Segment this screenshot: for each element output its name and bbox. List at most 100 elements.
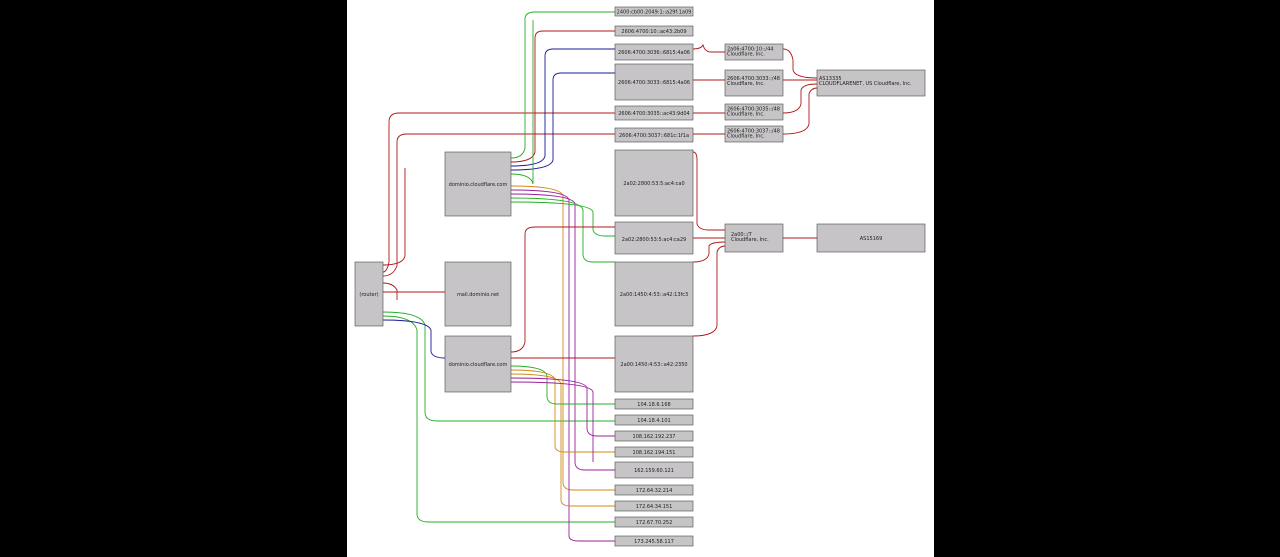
node-label: 172.64.32.214 [636, 488, 673, 494]
edge-domain-c-ipv6-8 [510, 226, 615, 353]
node-domain-c[interactable]: dominio.cloudflare.com [444, 335, 512, 393]
node-label: 2606:4700:3036::6815:4a06 [618, 50, 690, 56]
node-label: 162.159.60.121 [634, 468, 674, 474]
edge-domain-a-ipv4-5 [510, 193, 615, 471]
node-label: 173.245.58.117 [634, 539, 674, 545]
edge-domain-c-ipv4-1 [510, 365, 615, 405]
edge-ipv6-10-prefix-5 [692, 245, 726, 337]
node-label: mail.dominio.net [457, 292, 499, 298]
edge-domain-a-ipv6-2 [510, 30, 615, 163]
node-label: 2a02:2800:53:5:ac4:ca29 [622, 237, 686, 243]
edge-ipv6-9-prefix-5 [692, 241, 726, 263]
network-diagram: (router) dominio.cloudflare.com mail.dom… [354, 6, 926, 547]
node-ipv6-2[interactable]: 2606:4700:10::ac43:2b09 [614, 25, 694, 37]
node-label: 2400:cb00:2049:1::a29f:1a09 [617, 10, 692, 16]
node-label: 2a00:1450:4:53::a42:2350 [620, 362, 687, 368]
edge-ipv6-7-prefix-5 [692, 151, 725, 231]
edge-source-domain-c [382, 319, 446, 359]
node-label: 2a02:2800:53:5:ac4:ca0 [623, 181, 684, 187]
prefix-line-1: 2a06:4700:10::/44 [727, 47, 773, 53]
edge-source-ipv4-8 [382, 315, 615, 523]
node-label: 108.162.194.151 [633, 450, 676, 456]
prefix-line-2: Cloudflare, Inc. [727, 112, 765, 118]
node-ipv4-3[interactable]: 108.162.192.237 [614, 430, 694, 442]
node-asn-2[interactable]: AS15169 [816, 223, 926, 253]
edge-domain-c-ipv4-7 [510, 373, 615, 507]
node-ipv4-2[interactable]: 104.18.4.101 [614, 414, 694, 426]
edge-prefix-4-asn-1 [782, 87, 818, 135]
asn-line-2: CLOUDFLARENET, US Cloudflare, Inc. [819, 81, 912, 87]
node-label: 172.64.34.151 [636, 504, 673, 510]
prefix-line-1: 2a00::/7 [731, 232, 752, 238]
node-label: 172.67.70.252 [636, 520, 673, 526]
node-ipv4-1[interactable]: 104.18.6.168 [614, 398, 694, 410]
node-label: AS15169 [860, 236, 883, 242]
node-ipv6-4[interactable]: 2606:4700:3033::6815:4a06 [614, 63, 694, 101]
node-ipv6-9[interactable]: 2a00:1450:4:53::a42:13fc3 [614, 261, 694, 327]
node-label: dominio.cloudflare.com [449, 182, 508, 188]
node-label: 104.18.6.168 [637, 402, 670, 408]
edge-source-ipv6-6 [382, 133, 615, 277]
node-domain-b[interactable]: mail.dominio.net [444, 261, 512, 327]
node-ipv4-6[interactable]: 172.64.32.214 [614, 484, 694, 496]
node-label: 108.162.192.237 [633, 434, 676, 440]
node-ipv4-7[interactable]: 172.64.34.151 [614, 500, 694, 512]
prefix-line-2: Cloudflare, Inc. [727, 52, 765, 58]
node-ipv4-4[interactable]: 108.162.194.151 [614, 446, 694, 458]
edge-domain-a-ipv6-9 [510, 197, 615, 263]
diagram-canvas: (router) dominio.cloudflare.com mail.dom… [347, 0, 934, 557]
edge-domain-a-ipv4-3 [510, 20, 534, 185]
edge-source-upper-green [382, 168, 406, 266]
edge-ipv6-3-prefix-1 [692, 43, 725, 53]
edge-domain-c-ipv4-5b [510, 381, 594, 462]
node-ipv6-3[interactable]: 2606:4700:3036::6815:4a06 [614, 43, 694, 61]
node-label: 2606:4700:3035::ac43:9d04 [618, 111, 690, 117]
node-ipv6-5[interactable]: 2606:4700:3035::ac43:9d04 [614, 105, 694, 121]
node-ipv6-8[interactable]: 2a02:2800:53:5:ac4:ca29 [614, 221, 694, 255]
edge-source-ipv4-2 [382, 311, 615, 422]
prefix-line-1: 2606:4700:3037::/48 [727, 129, 780, 135]
edge-domain-a-ipv6-4 [510, 72, 615, 171]
node-ipv6-6[interactable]: 2606:4700:3037::681c:1f1a [614, 127, 694, 143]
node-ipv4-9[interactable]: 173.245.58.117 [614, 535, 694, 547]
node-ipv4-8[interactable]: 172.67.70.252 [614, 516, 694, 528]
edge-prefix-3-asn-1 [782, 83, 818, 114]
node-label: 104.18.4.101 [637, 418, 670, 424]
prefix-line-2: Cloudflare, Inc. [731, 237, 769, 243]
node-label: 2606:4700:10::ac43:2b09 [621, 29, 686, 35]
node-label: 2a00:1450:4:53::a42:13fc3 [620, 292, 688, 298]
prefix-line-2: Cloudflare, Inc. [727, 134, 765, 140]
node-source[interactable]: (router) [354, 261, 384, 327]
edge-domain-a-ipv6-7 [510, 201, 615, 237]
edge-domain-a-ipv6-1 [510, 11, 615, 159]
edge-domain-a-ipv4-6 [510, 185, 615, 491]
prefix-line-1: 2606:4700:3033::/48 [727, 76, 780, 82]
prefix-line-1: 2606:4700:3035::/48 [727, 107, 780, 113]
node-ipv6-10[interactable]: 2a00:1450:4:53::a42:2350 [614, 335, 694, 393]
node-label: 2606:4700:3033::6815:4a06 [618, 80, 690, 86]
edge-source-ipv6-5 [382, 112, 615, 273]
edge-domain-a-ipv4-9 [510, 189, 615, 542]
node-domain-a[interactable]: dominio.cloudflare.com [444, 151, 512, 217]
node-ipv4-5[interactable]: 162.159.60.121 [614, 461, 694, 479]
node-label: 2606:4700:3037::681c:1f1a [619, 133, 689, 139]
node-label: (router) [359, 292, 378, 298]
node-label: dominio.cloudflare.com [449, 362, 508, 368]
asn-line-1: AS13335 [819, 76, 842, 82]
node-ipv6-1[interactable]: 2400:cb00:2049:1::a29f:1a09 [614, 6, 694, 17]
node-ipv6-7[interactable]: 2a02:2800:53:5:ac4:ca0 [614, 149, 694, 217]
prefix-line-2: Cloudflare, Inc. [727, 81, 765, 87]
